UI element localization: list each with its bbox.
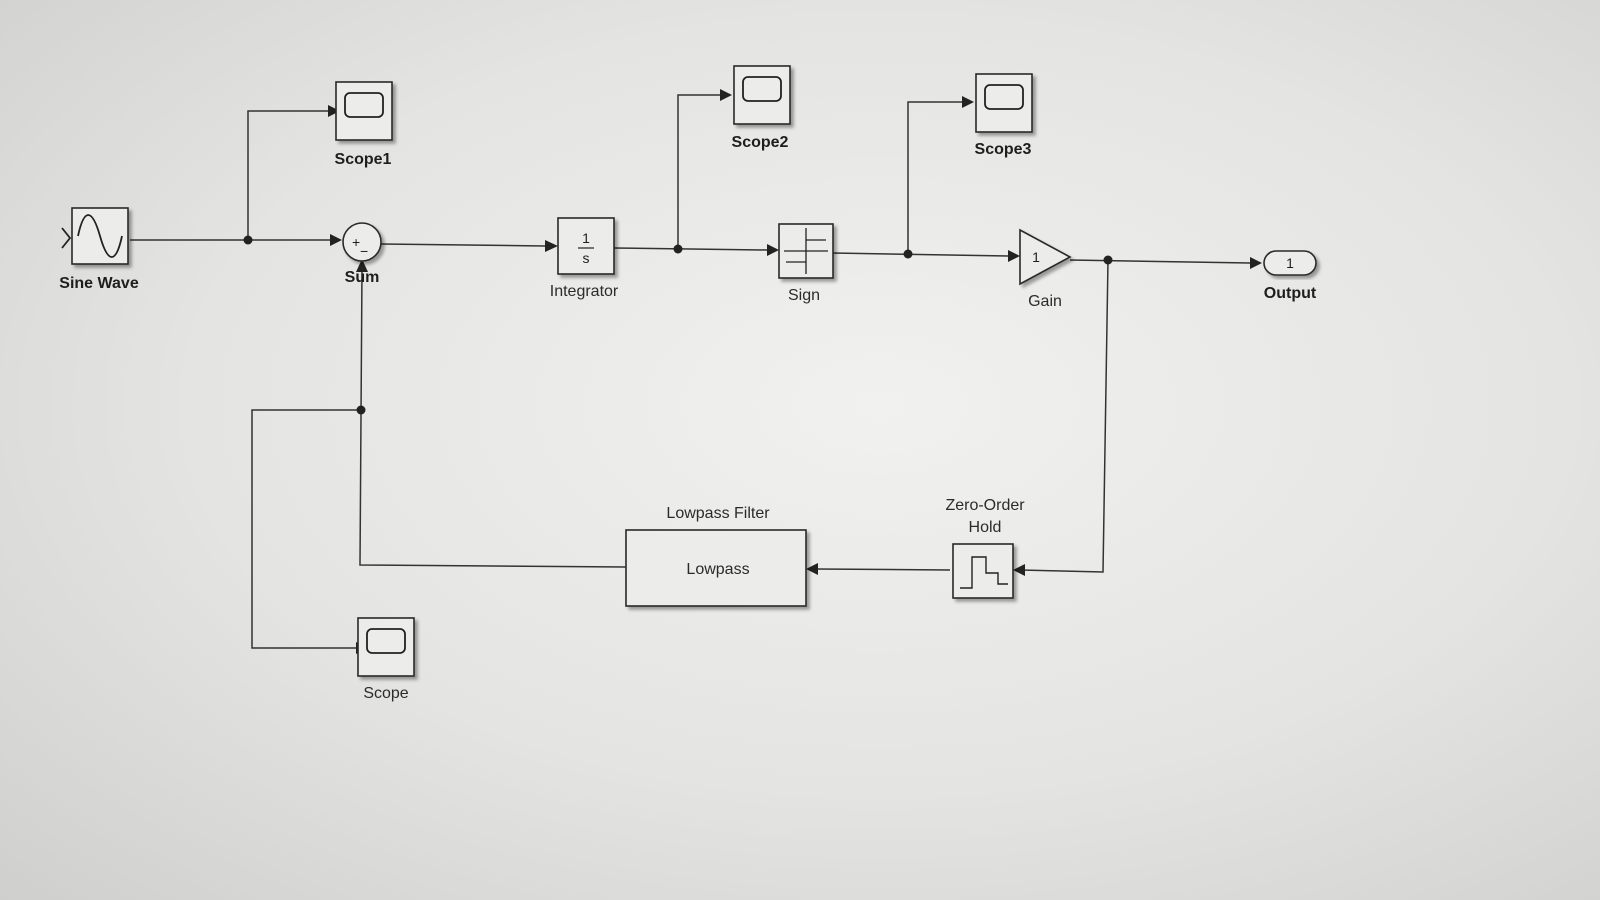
zoh-label-line2: Hold — [969, 519, 1002, 536]
gain-value: 1 — [1032, 249, 1040, 265]
scope-screen-icon — [366, 628, 406, 654]
scope3-label: Scope3 — [975, 141, 1032, 158]
arrowhead — [720, 89, 732, 101]
junction-dot — [903, 249, 913, 259]
junction-dot — [673, 244, 683, 254]
output-port-block[interactable]: 1 Output — [1263, 250, 1317, 302]
lowpass-block-text: Lowpass — [686, 561, 749, 578]
wire-integrator-to-sign[interactable] — [613, 247, 768, 251]
wire-lowpass-to-sum[interactable] — [359, 267, 627, 568]
scope3-block[interactable]: Scope3 — [975, 73, 1033, 158]
arrowhead — [356, 259, 368, 272]
staircase-hold-icon — [960, 556, 1008, 589]
sine-wave-block[interactable]: Sine Wave — [59, 207, 139, 292]
arrowhead — [1250, 257, 1262, 269]
junction-dot — [356, 405, 366, 415]
sine-wave-label: Sine Wave — [59, 275, 139, 292]
scope-label: Scope — [363, 685, 408, 702]
scope-screen-icon — [984, 84, 1024, 110]
wire-gain-to-output[interactable] — [1069, 259, 1251, 264]
sum-minus-sign: − — [360, 243, 368, 259]
zoh-label-line1: Zero-Order — [945, 497, 1025, 514]
gain-block[interactable]: 1 Gain — [1019, 228, 1072, 310]
wire-sum-to-integrator[interactable] — [380, 243, 546, 247]
wire-branch-scope3[interactable] — [907, 101, 962, 254]
sine-wave-icon — [77, 214, 123, 258]
wire-zoh-to-lowpass[interactable] — [814, 568, 951, 571]
wire-sign-to-gain[interactable] — [831, 252, 1009, 257]
sum-label: Sum — [345, 269, 380, 286]
scope2-label: Scope2 — [732, 134, 789, 151]
arrowhead — [328, 105, 340, 117]
wire-branch-zoh[interactable] — [1019, 259, 1109, 573]
arrowhead — [545, 240, 558, 252]
zero-order-hold-block[interactable]: Zero-Order Hold — [945, 497, 1025, 599]
junction-points — [243, 235, 1113, 415]
scope1-block[interactable]: Scope1 — [335, 81, 393, 168]
lowpass-filter-title: Lowpass Filter — [666, 505, 770, 522]
integrator-numerator: 1 — [582, 230, 590, 246]
arrowhead — [1013, 564, 1025, 576]
scope-block[interactable]: Scope — [357, 617, 415, 702]
output-port-number: 1 — [1286, 255, 1294, 271]
input-port-marker-icon — [61, 227, 72, 249]
arrowhead — [806, 563, 818, 575]
signal-lines — [130, 94, 1251, 649]
lowpass-filter-block[interactable]: Lowpass Lowpass Filter — [625, 505, 807, 607]
wire-branch-scope[interactable] — [251, 409, 361, 649]
wire-branch-scope1[interactable] — [247, 110, 328, 240]
arrowhead — [1008, 250, 1020, 262]
sign-label: Sign — [788, 287, 820, 304]
sum-block[interactable]: + − Sum — [342, 222, 382, 286]
scope1-label: Scope1 — [335, 151, 392, 168]
gain-label: Gain — [1028, 293, 1062, 310]
scope-screen-icon — [742, 76, 782, 102]
integrator-block[interactable]: 1 s Integrator — [550, 217, 619, 300]
scope2-block[interactable]: Scope2 — [732, 65, 791, 151]
junction-dot — [243, 235, 253, 245]
junction-dot — [1103, 255, 1113, 265]
sign-block[interactable]: Sign — [778, 223, 834, 304]
wire-branch-scope2[interactable] — [677, 94, 720, 249]
arrowheads — [61, 89, 1262, 654]
arrowhead — [767, 244, 779, 256]
integrator-label: Integrator — [550, 283, 619, 300]
step-sign-icon — [784, 228, 828, 274]
scope-screen-icon — [344, 92, 384, 118]
sum-plus-sign: + — [352, 234, 360, 250]
output-label: Output — [1264, 285, 1317, 302]
integrator-denominator: s — [583, 250, 590, 266]
arrowhead — [330, 234, 342, 246]
arrowhead — [962, 96, 974, 108]
